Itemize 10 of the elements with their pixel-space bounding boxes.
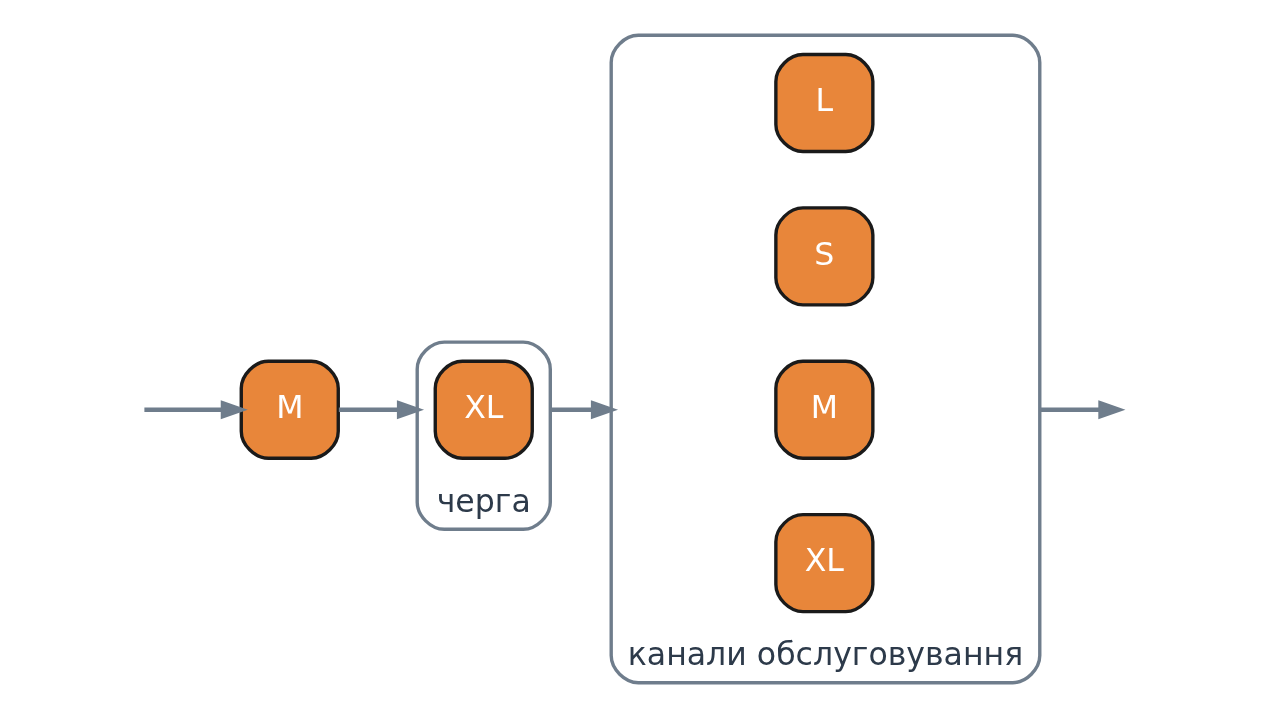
arrow bbox=[143, 400, 248, 420]
node-box: M bbox=[239, 359, 340, 460]
arrow bbox=[549, 400, 618, 420]
node-box: XL bbox=[433, 359, 534, 460]
arrow bbox=[338, 400, 424, 420]
node-box: L bbox=[773, 52, 875, 154]
arrow bbox=[1039, 400, 1125, 420]
node-box: S bbox=[773, 206, 875, 307]
node-box: M bbox=[773, 359, 875, 460]
node-box: XL bbox=[773, 512, 875, 614]
